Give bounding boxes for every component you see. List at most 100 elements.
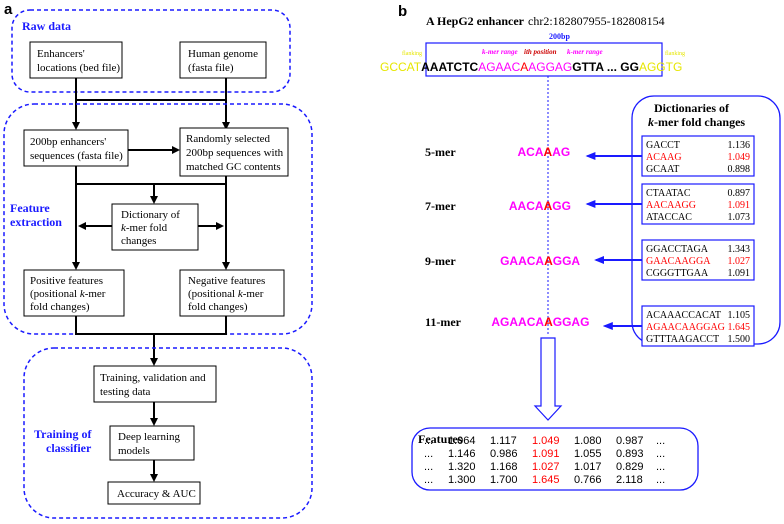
kmer-seq-ith: A bbox=[544, 199, 553, 213]
positive-features-line1: Positive features bbox=[30, 275, 103, 287]
random-sequences-box bbox=[179, 127, 289, 177]
feature-value: 1.146 bbox=[448, 448, 476, 460]
enhancers-locations-line1: Enhancers' bbox=[37, 48, 85, 60]
deep-learning-line1: Deep learning bbox=[118, 431, 180, 443]
kmer-seq-ith: A bbox=[544, 315, 553, 329]
dictionary-fold-change: 1.136 bbox=[728, 140, 751, 151]
human-genome-box bbox=[179, 41, 267, 79]
enhancer-sequences-line2: sequences (fasta file) bbox=[30, 150, 123, 162]
features-ellipsis: ... bbox=[424, 461, 433, 473]
feature-value: 0.987 bbox=[616, 435, 644, 447]
training-title-line1: Training of bbox=[34, 427, 92, 441]
dictionary-fold-change: 1.027 bbox=[728, 256, 751, 267]
feature-value: 0.766 bbox=[574, 474, 602, 486]
kmer-range-left-label: k-mer range bbox=[482, 48, 518, 56]
dictionaries-title-k: k bbox=[648, 115, 654, 129]
kmer-sequence: ACAAAG bbox=[518, 145, 571, 159]
dictionary-kmer: GCAAT bbox=[646, 164, 679, 175]
kmer-seq-ith: A bbox=[544, 254, 553, 268]
dictionary-kmer: CGGGTTGAA bbox=[646, 268, 709, 279]
feature-extraction-title-line1: Feature bbox=[10, 201, 50, 215]
kmer-sequence: AGAACAAGGAG bbox=[491, 315, 589, 329]
feature-value: 1.049 bbox=[532, 435, 560, 447]
raw-data-group bbox=[11, 9, 291, 93]
enhancer-title-bold: A HepG2 enhancer bbox=[426, 14, 525, 28]
human-genome-line2: (fasta file) bbox=[188, 62, 234, 74]
ith-position-label: ith position bbox=[524, 48, 557, 56]
dictionary-kmer: ACAAACCACAT bbox=[646, 310, 721, 321]
dictionaries-title-line1: Dictionaries of bbox=[654, 101, 730, 115]
features-ellipsis: ... bbox=[656, 474, 665, 486]
feature-value: 0.829 bbox=[616, 461, 644, 473]
kmer-label: 9-mer bbox=[425, 254, 456, 268]
training-data-line2: testing data bbox=[100, 386, 151, 398]
dictionary-fold-change: 1.091 bbox=[728, 268, 751, 279]
dictionary-fold-change: 1.091 bbox=[728, 200, 751, 211]
negative-features-box bbox=[179, 269, 285, 317]
enhancer-sequence: GCCATAAATCTCAGAACAAGGAGGTTA ... GGAGGTG bbox=[380, 60, 682, 74]
negative-features-line2-k: k bbox=[238, 288, 244, 300]
features-ellipsis: ... bbox=[656, 448, 665, 460]
positive-features-line2-k: k bbox=[80, 288, 86, 300]
dictionary-kmer: ACAAG bbox=[646, 152, 682, 163]
negative-features-line3: fold changes) bbox=[188, 301, 248, 313]
negative-features-line2: (positional k-mer bbox=[188, 288, 264, 300]
kmer-label: 11-mer bbox=[425, 315, 462, 329]
positive-features-line2: (positional k-mer bbox=[30, 288, 106, 300]
kmer-dictionary-box bbox=[641, 305, 755, 347]
kmer-sequence: GAACAAGGA bbox=[500, 254, 580, 268]
kmer-seq-pre: GAACA bbox=[500, 254, 544, 268]
sequence-window-box bbox=[425, 42, 663, 77]
dictionary-kmer: GGACCTAGA bbox=[646, 244, 709, 255]
accuracy-auc-text: Accuracy & AUC bbox=[117, 488, 196, 500]
seq-kmer-left: AGAAC bbox=[478, 60, 520, 74]
dictionary-fold-change: 0.897 bbox=[728, 188, 751, 199]
features-ellipsis: ... bbox=[424, 448, 433, 460]
features-title: Features bbox=[418, 432, 463, 446]
enhancers-locations-line2: locations (bed file) bbox=[37, 62, 120, 74]
dictionary-kmer: GAACAAGGA bbox=[646, 256, 711, 267]
enhancer-sequences-line1: 200bp enhancers' bbox=[30, 136, 106, 148]
dictionary-fold-change: 1.049 bbox=[728, 152, 751, 163]
kmer-label: 5-mer bbox=[425, 145, 456, 159]
kmer-dictionary-box bbox=[641, 239, 755, 281]
kmer-label: 7-mer bbox=[425, 199, 456, 213]
dictionary-kmer: AGAACAAGGAG bbox=[646, 322, 725, 333]
dictionary-line3: changes bbox=[121, 235, 156, 247]
kmer-seq-post: GG bbox=[552, 199, 571, 213]
feature-value: 1.027 bbox=[532, 461, 560, 473]
dictionaries-title-line2: k-mer fold changes bbox=[648, 115, 745, 129]
kmer-seq-post: GGA bbox=[553, 254, 581, 268]
feature-value: 1.064 bbox=[448, 435, 476, 447]
accuracy-auc-box bbox=[107, 481, 201, 505]
kmer-seq-post: AG bbox=[552, 145, 570, 159]
dictionary-kmer: ATACCAC bbox=[646, 212, 692, 223]
feature-value: 1.300 bbox=[448, 474, 476, 486]
feature-value: 0.986 bbox=[490, 448, 518, 460]
features-ellipsis: ... bbox=[424, 474, 433, 486]
random-sequences-line3: matched GC contents bbox=[186, 161, 281, 173]
seq-ith-base: A bbox=[520, 60, 528, 74]
dictionary-k: k bbox=[121, 222, 127, 234]
feature-value: 1.168 bbox=[490, 461, 518, 473]
feature-value: 2.118 bbox=[616, 474, 643, 486]
feature-value: 1.700 bbox=[490, 474, 518, 486]
seq-black-left: AAATCTC bbox=[421, 60, 478, 74]
dictionary-line1: Dictionary of bbox=[121, 209, 180, 221]
dictionary-kmer-rest: -mer fold bbox=[126, 222, 168, 234]
kmer-dictionary-box bbox=[641, 135, 755, 177]
feature-extraction-group bbox=[3, 103, 313, 335]
enhancer-title-coord: chr2:182807955-182808154 bbox=[528, 14, 665, 28]
negative-features-line1: Negative features bbox=[188, 275, 265, 287]
down-arrow-to-features bbox=[533, 337, 563, 421]
dictionary-fold-change: 1.105 bbox=[728, 310, 751, 321]
dictionary-fold-change: 1.645 bbox=[728, 322, 751, 333]
human-genome-line1: Human genome bbox=[188, 48, 258, 60]
features-box bbox=[411, 427, 699, 491]
dictionary-kmer: CTAATAC bbox=[646, 188, 691, 199]
